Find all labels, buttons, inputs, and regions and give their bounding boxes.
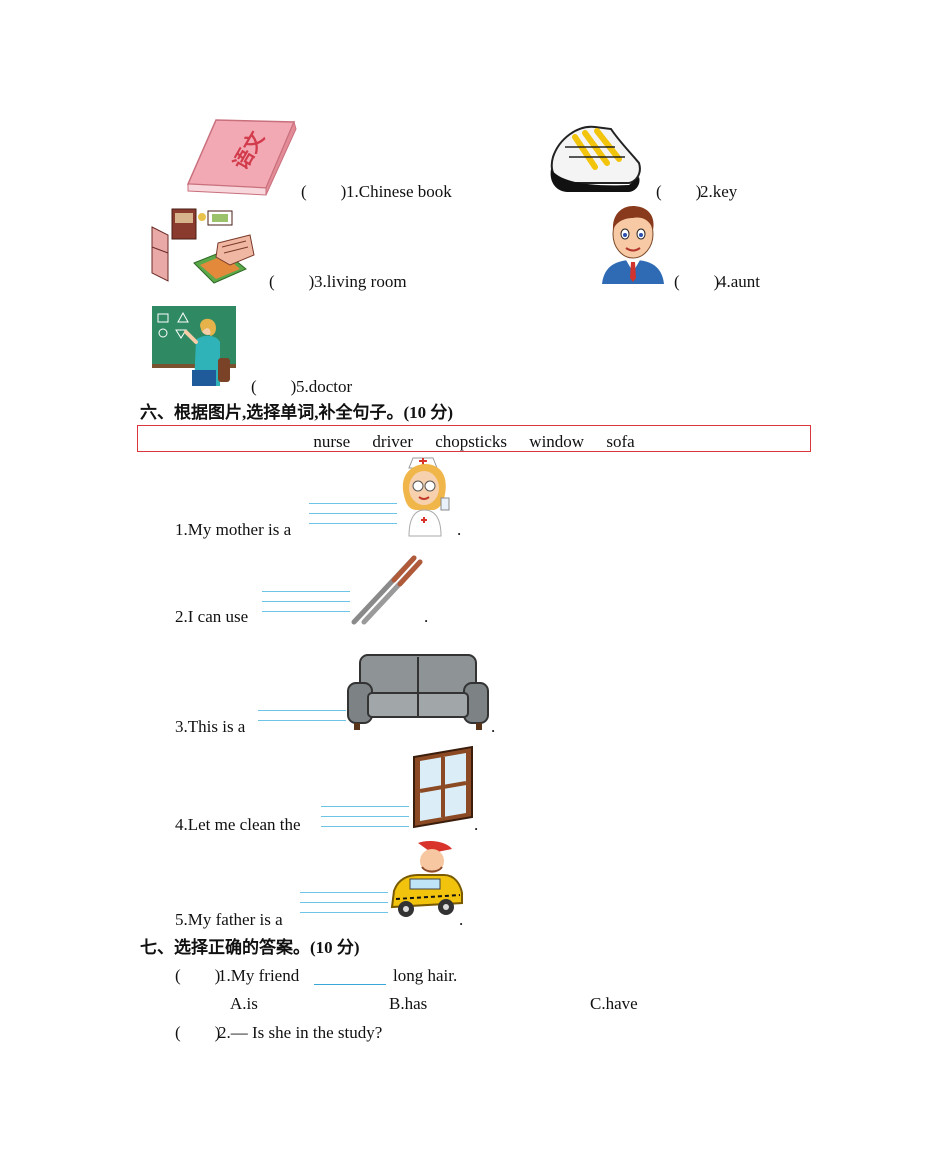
answer-blank[interactable] (262, 591, 350, 621)
question-text: long hair. (393, 966, 458, 985)
match-label: 5.doctor (296, 377, 353, 396)
answer-blank[interactable] (300, 892, 388, 922)
option-b[interactable]: B.has (389, 994, 428, 1013)
nurse-image (402, 457, 450, 537)
sentence-text: 1.My mother is a (175, 520, 292, 539)
teacher-blackboard-image (152, 306, 236, 386)
word-bank-item: window (529, 432, 585, 451)
match-paren[interactable]: ( ) (674, 272, 720, 291)
section-heading-6: 六、根据图片,选择单词,补全句子。(10 分) (140, 403, 454, 422)
sentence-text: 5.My father is a (175, 910, 283, 929)
word-bank-box: nurse driver chopsticks window sofa (137, 425, 811, 452)
sentence-text: 3.This is a (175, 717, 246, 736)
sentence-text: 2.I can use (175, 607, 249, 626)
answer-blank[interactable] (321, 806, 409, 836)
word-bank-item: sofa (606, 432, 635, 451)
sentence-end: . (491, 717, 496, 736)
sentence-end: . (474, 815, 479, 834)
match-label: 3.living room (314, 272, 407, 291)
sentence-end: . (457, 520, 462, 539)
sentence-end: . (459, 910, 464, 929)
sofa-image (347, 654, 489, 730)
word-bank-item: nurse (313, 432, 351, 451)
match-paren[interactable]: ( ) (269, 272, 315, 291)
question-text: 2.— Is she in the study? (218, 1023, 383, 1042)
sentence-end: . (424, 607, 429, 626)
word-bank-item: chopsticks (435, 432, 508, 451)
word-bank-item: driver (372, 432, 414, 451)
section-heading-7: 七、选择正确的答案。(10 分) (140, 938, 360, 957)
question-blank[interactable] (314, 984, 386, 985)
living-room-image (151, 208, 255, 284)
match-paren[interactable]: ( ) (251, 377, 297, 396)
answer-paren[interactable]: ( ) (175, 966, 221, 985)
man-portrait-image (602, 206, 664, 284)
match-paren[interactable]: ( ) (656, 182, 702, 201)
match-label: 4.aunt (718, 272, 761, 291)
sentence-text: 4.Let me clean the (175, 815, 301, 834)
taxi-driver-image (390, 841, 463, 917)
question-text: 1.My friend (218, 966, 300, 985)
match-paren[interactable]: ( ) (301, 182, 347, 201)
chinese-book-image: 语文 (186, 119, 297, 196)
option-a[interactable]: A.is (230, 994, 258, 1013)
match-label: 1.Chinese book (346, 182, 452, 201)
sneaker-image (550, 125, 641, 192)
answer-paren[interactable]: ( ) (175, 1023, 221, 1042)
window-image (413, 745, 473, 829)
answer-blank[interactable] (258, 710, 346, 730)
answer-blank[interactable] (309, 503, 397, 533)
option-c[interactable]: C.have (590, 994, 638, 1013)
match-label: 2.key (700, 182, 738, 201)
chopsticks-image (351, 555, 423, 625)
